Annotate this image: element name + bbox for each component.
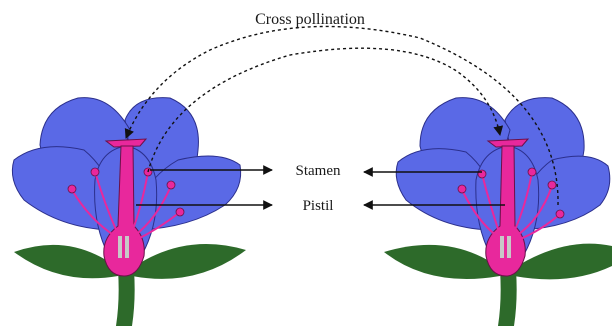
- left-stem: [116, 270, 135, 326]
- left-leaf-right: [132, 244, 246, 279]
- pistil-label: Pistil: [303, 198, 334, 214]
- right-stem: [498, 270, 517, 326]
- left-flower: [12, 98, 246, 326]
- right-flower: [384, 98, 612, 326]
- diagram-title: Cross pollination: [255, 11, 365, 28]
- stamen-label: Stamen: [296, 163, 341, 179]
- right-leaf-right: [514, 244, 612, 280]
- left-leaf-left: [14, 245, 118, 278]
- right-leaf-left: [384, 245, 500, 279]
